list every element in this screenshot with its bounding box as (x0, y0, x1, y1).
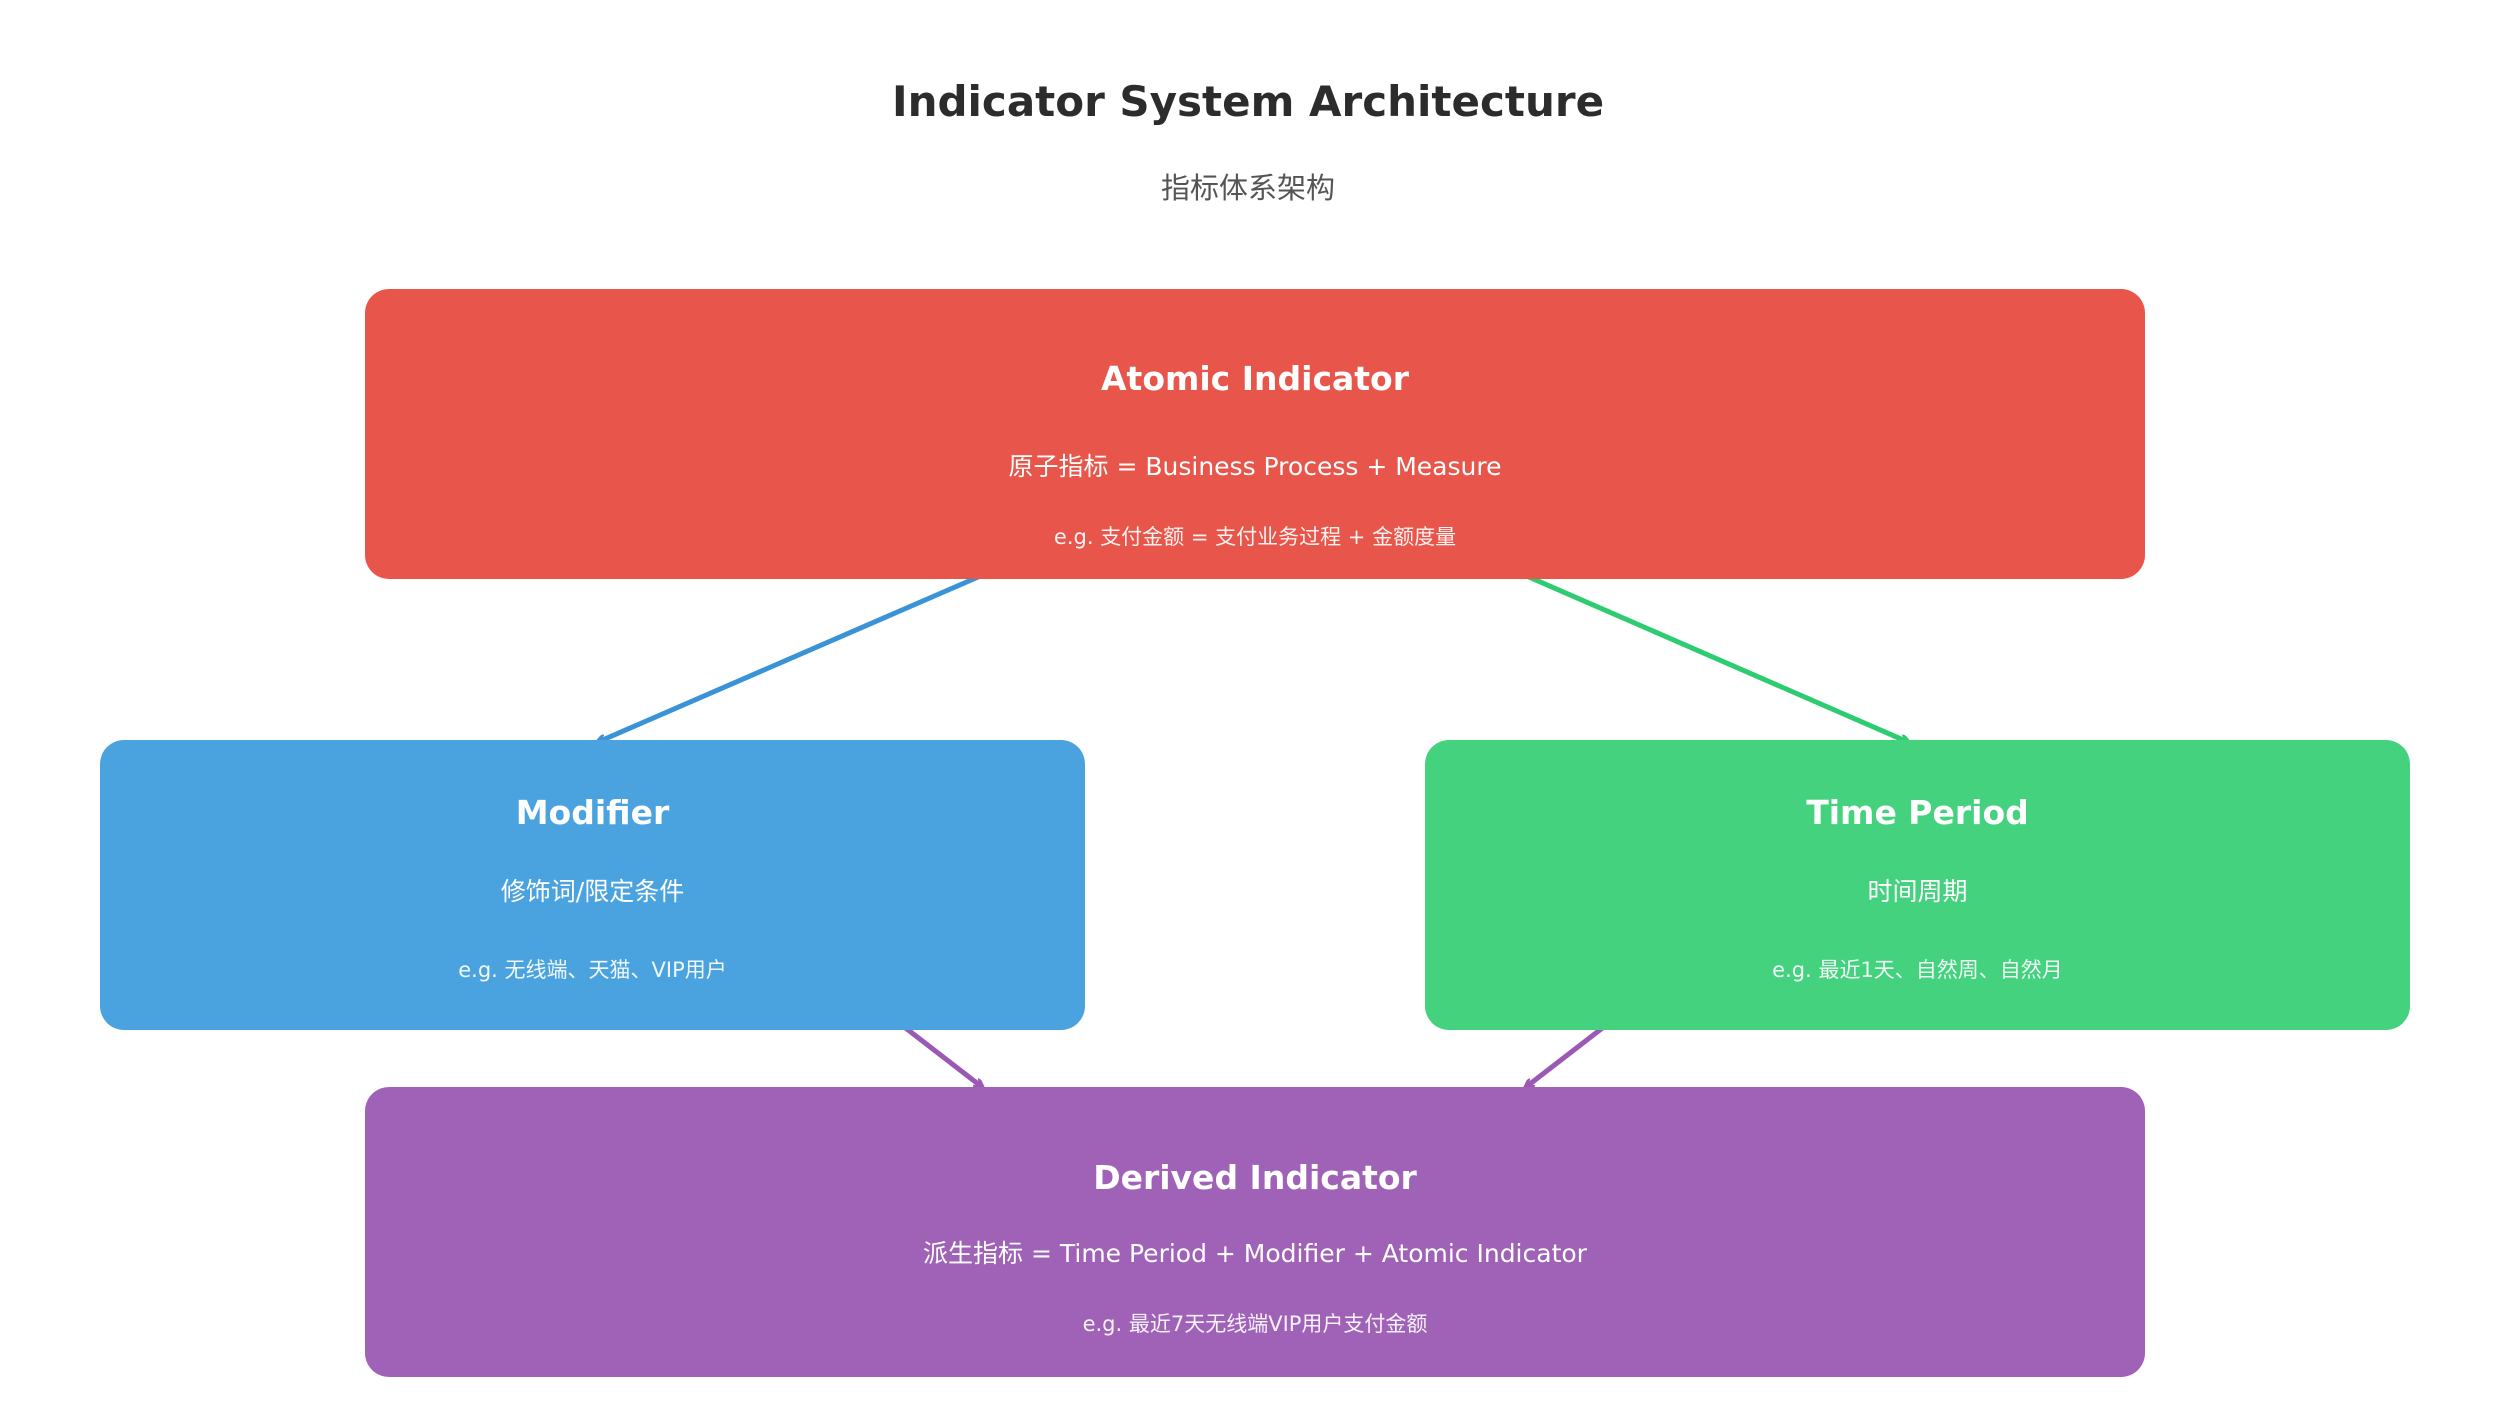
time-period-box: Time Period 时间周期 e.g. 最近1天、自然周、自然月 (1425, 740, 2410, 1030)
modifier-box: Modifier 修饰词/限定条件 e.g. 无线端、天猫、VIP用户 (100, 740, 1085, 1030)
atomic-indicator-box: Atomic Indicator 原子指标 = Business Process… (365, 289, 2145, 579)
atomic-indicator-title: Atomic Indicator (1101, 359, 1409, 398)
derived-indicator-formula: 派生指标 = Time Period + Modifier + Atomic I… (923, 1239, 1587, 1268)
modifier-example: e.g. 无线端、天猫、VIP用户 (458, 958, 727, 982)
time-period-example: e.g. 最近1天、自然周、自然月 (1772, 958, 2063, 982)
arrow-atomic-to-modifier (598, 571, 986, 742)
derived-indicator-example: e.g. 最近7天无线端VIP用户支付金额 (1082, 1312, 1428, 1336)
arrow-atomic-to-time-period (1521, 571, 1908, 742)
time-period-formula: 时间周期 (1867, 877, 1968, 906)
atomic-indicator-formula: 原子指标 = Business Process + Measure (1008, 452, 1502, 481)
derived-indicator-box: Derived Indicator 派生指标 = Time Period + M… (365, 1087, 2145, 1377)
diagram-subtitle: 指标体系架构 (1160, 171, 1335, 205)
derived-indicator-title: Derived Indicator (1093, 1158, 1417, 1197)
arrow-modifier-to-derived (901, 1024, 982, 1087)
atomic-indicator-example: e.g. 支付金额 = 支付业务过程 + 金额度量 (1053, 525, 1457, 549)
arrow-time-period-to-derived (1526, 1024, 1607, 1087)
diagram-title: Indicator System Architecture (891, 77, 1605, 126)
modifier-title: Modifier (515, 793, 670, 832)
time-period-title: Time Period (1806, 793, 2029, 832)
modifier-formula: 修饰词/限定条件 (500, 877, 685, 906)
